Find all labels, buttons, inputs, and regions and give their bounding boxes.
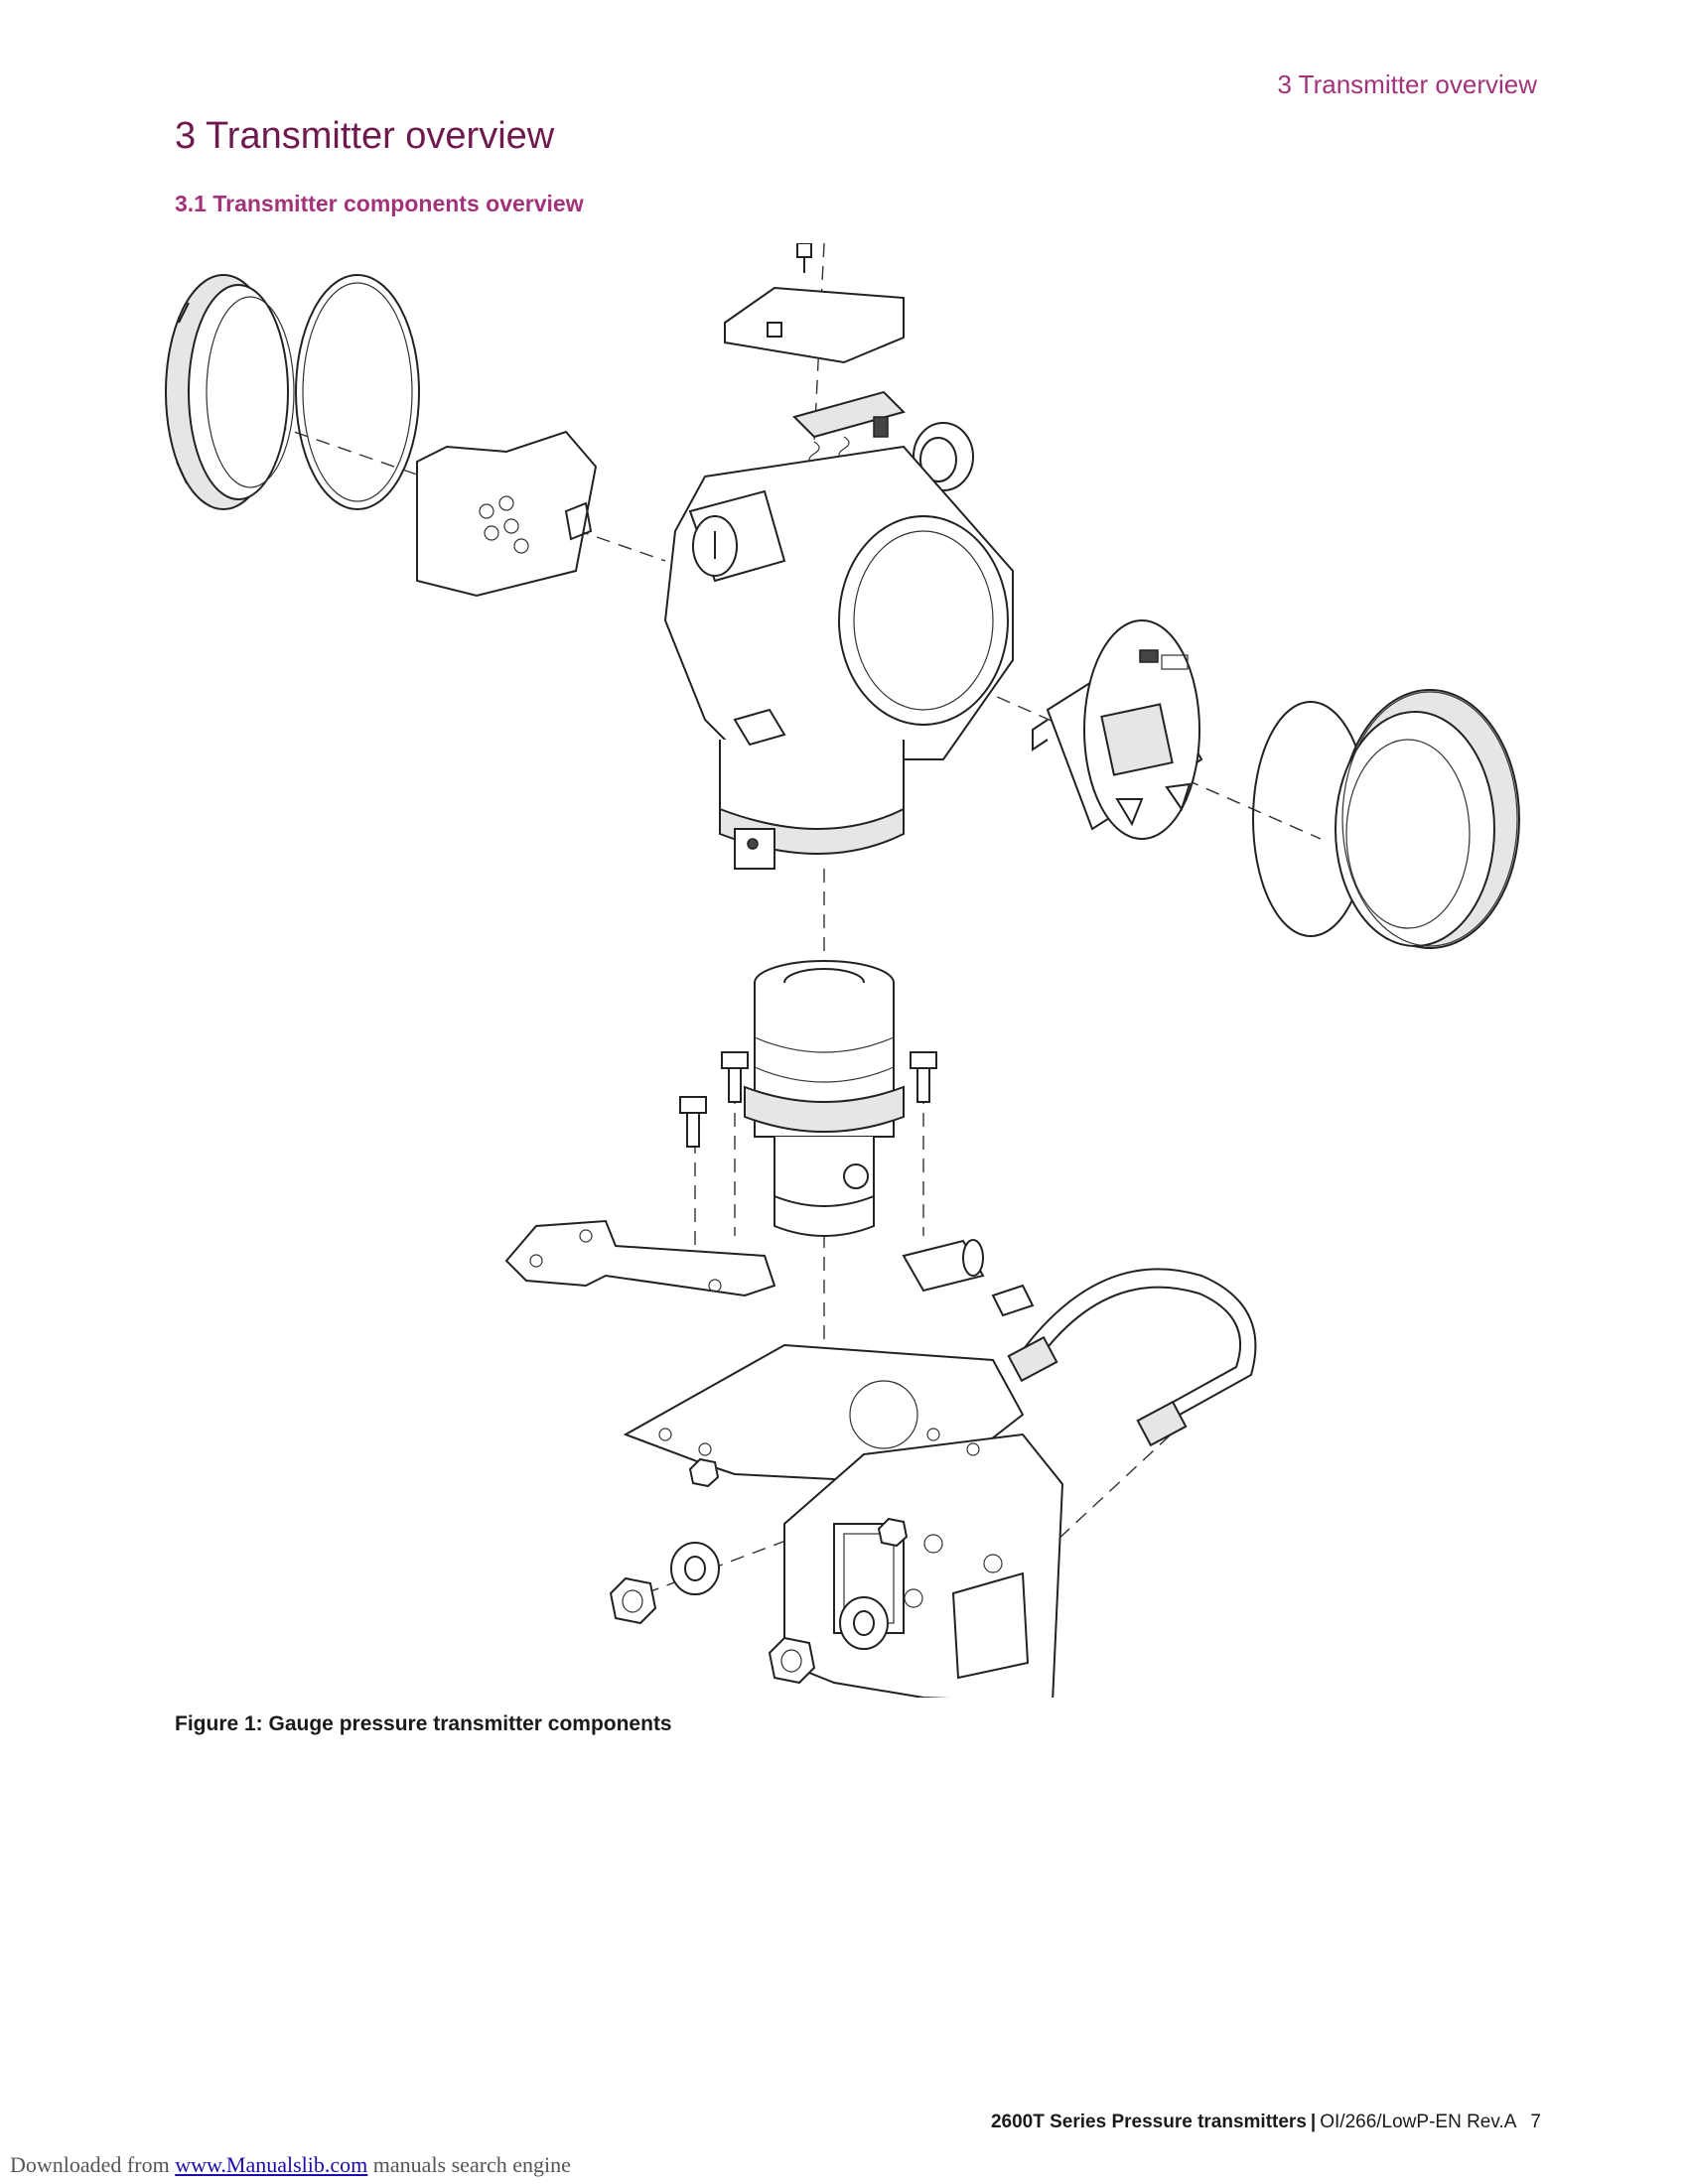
watermark-suffix: manuals search engine [372,2152,571,2177]
washer-right [839,1596,889,1650]
footer-separator: | [1310,2112,1317,2132]
watermark-prefix: Downloaded from [10,2152,170,2177]
bolt-mid [721,1051,749,1103]
bolt-right [910,1051,937,1103]
running-head: 3 Transmitter overview [1277,69,1537,99]
terminal-block [416,430,598,598]
figure-caption: Figure 1: Gauge pressure transmitter com… [175,1712,672,1735]
mounting-bracket [623,1343,1064,1698]
mounting-plate-small [504,1219,776,1297]
axis-line-pipe [1042,1424,1183,1555]
sensor-module [744,960,905,1237]
electronics-housing [663,445,1014,870]
pipe-adapter [902,1239,1035,1317]
footer-product: 2600T Series Pressure transmitters [990,2112,1307,2132]
footer-page-number: 7 [1530,2112,1541,2132]
watermark-link[interactable]: www.Manualslib.com [175,2152,368,2177]
bolt-left [679,1096,707,1148]
footer-doc-ref: OI/266/LowP-EN Rev.A [1320,2112,1517,2132]
download-watermark: Downloaded from www.Manualslib.com manua… [10,2152,571,2178]
top-cover-plate [724,243,905,364]
front-cover-right [1335,689,1520,949]
page-footer: 2600T Series Pressure transmitters|OI/26… [991,2112,1541,2133]
exploded-view-drawing [149,243,1559,1698]
washer-left [670,1542,720,1595]
nut-right [768,1636,816,1685]
o-ring-left [295,274,420,510]
lcd-display [1032,619,1203,840]
section-title: 3.1 Transmitter components overview [175,191,584,216]
chapter-title: 3 Transmitter overview [175,115,555,157]
nut-left [609,1576,657,1625]
rear-cover-left [165,274,295,510]
u-pipe [1007,1268,1257,1447]
nut-small [688,1457,909,1548]
